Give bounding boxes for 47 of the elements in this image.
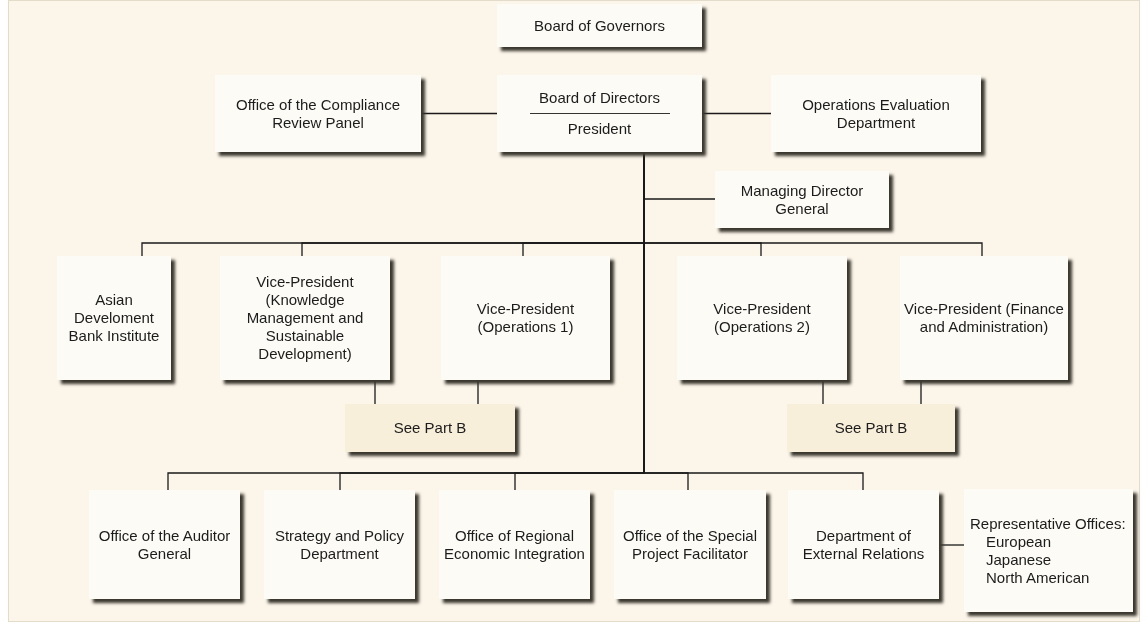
unit-name: Operations Evaluation Department [801,95,951,132]
unit-name: Office of Regional Economic Integration [443,526,586,563]
unit-name: Strategy and Policy Department [273,526,406,563]
org-unit-box [215,75,421,152]
org-unit-box [614,490,766,599]
connector-line [938,544,965,546]
connector-line [701,112,772,115]
unit-name: Office of the Auditor General [97,526,232,563]
org-unit-box [441,256,610,380]
org-unit-box [497,75,702,152]
unit-name: Board of Governors [534,16,665,35]
connector-line [477,379,479,405]
reference-box [345,404,515,452]
org-unit-box [57,256,171,380]
connector-line [822,379,824,405]
unit-name: Board of Directors [539,89,660,107]
org-unit-box [788,490,939,599]
org-unit-box [89,490,240,599]
org-unit-box [964,489,1133,612]
unit-name: Vice-President (Operations 1) [475,300,576,336]
org-unit-box [264,490,415,599]
org-unit-box [439,490,590,599]
unit-name: Representative Offices: [970,514,1126,533]
org-unit-box [771,75,981,152]
unit-name: Vice-President (Finance and Administration) [904,300,1064,336]
org-unit-box [220,256,390,380]
org-unit-box [497,4,702,47]
unit-name: Japanese [985,550,1052,569]
unit-name: North American [985,568,1090,587]
unit-name: Asian Develoment Bank Institute [67,291,161,345]
unit-name: European [985,532,1052,551]
connector-line [420,112,498,115]
unit-name: See Part B [393,419,467,437]
reference-box [787,404,955,452]
org-unit-box [677,256,847,380]
unit-name: Department of External Relations [801,526,926,563]
unit-name: Vice-President (Operations 2) [712,300,812,336]
org-unit-box [900,256,1068,380]
unit-name: Office of the Special Project Facilitator [622,526,758,563]
unit-name: See Part B [834,419,908,437]
unit-name: Office of the Compliance Review Panel [235,95,401,132]
connector-line [920,379,922,405]
org-unit-box [715,171,889,228]
unit-name: Managing Director General [739,181,865,218]
unit-name: Vice-President (Knowledge Management and Sustainable Development) [245,273,365,363]
connector-line [374,379,376,405]
unit-name: President [567,120,632,138]
